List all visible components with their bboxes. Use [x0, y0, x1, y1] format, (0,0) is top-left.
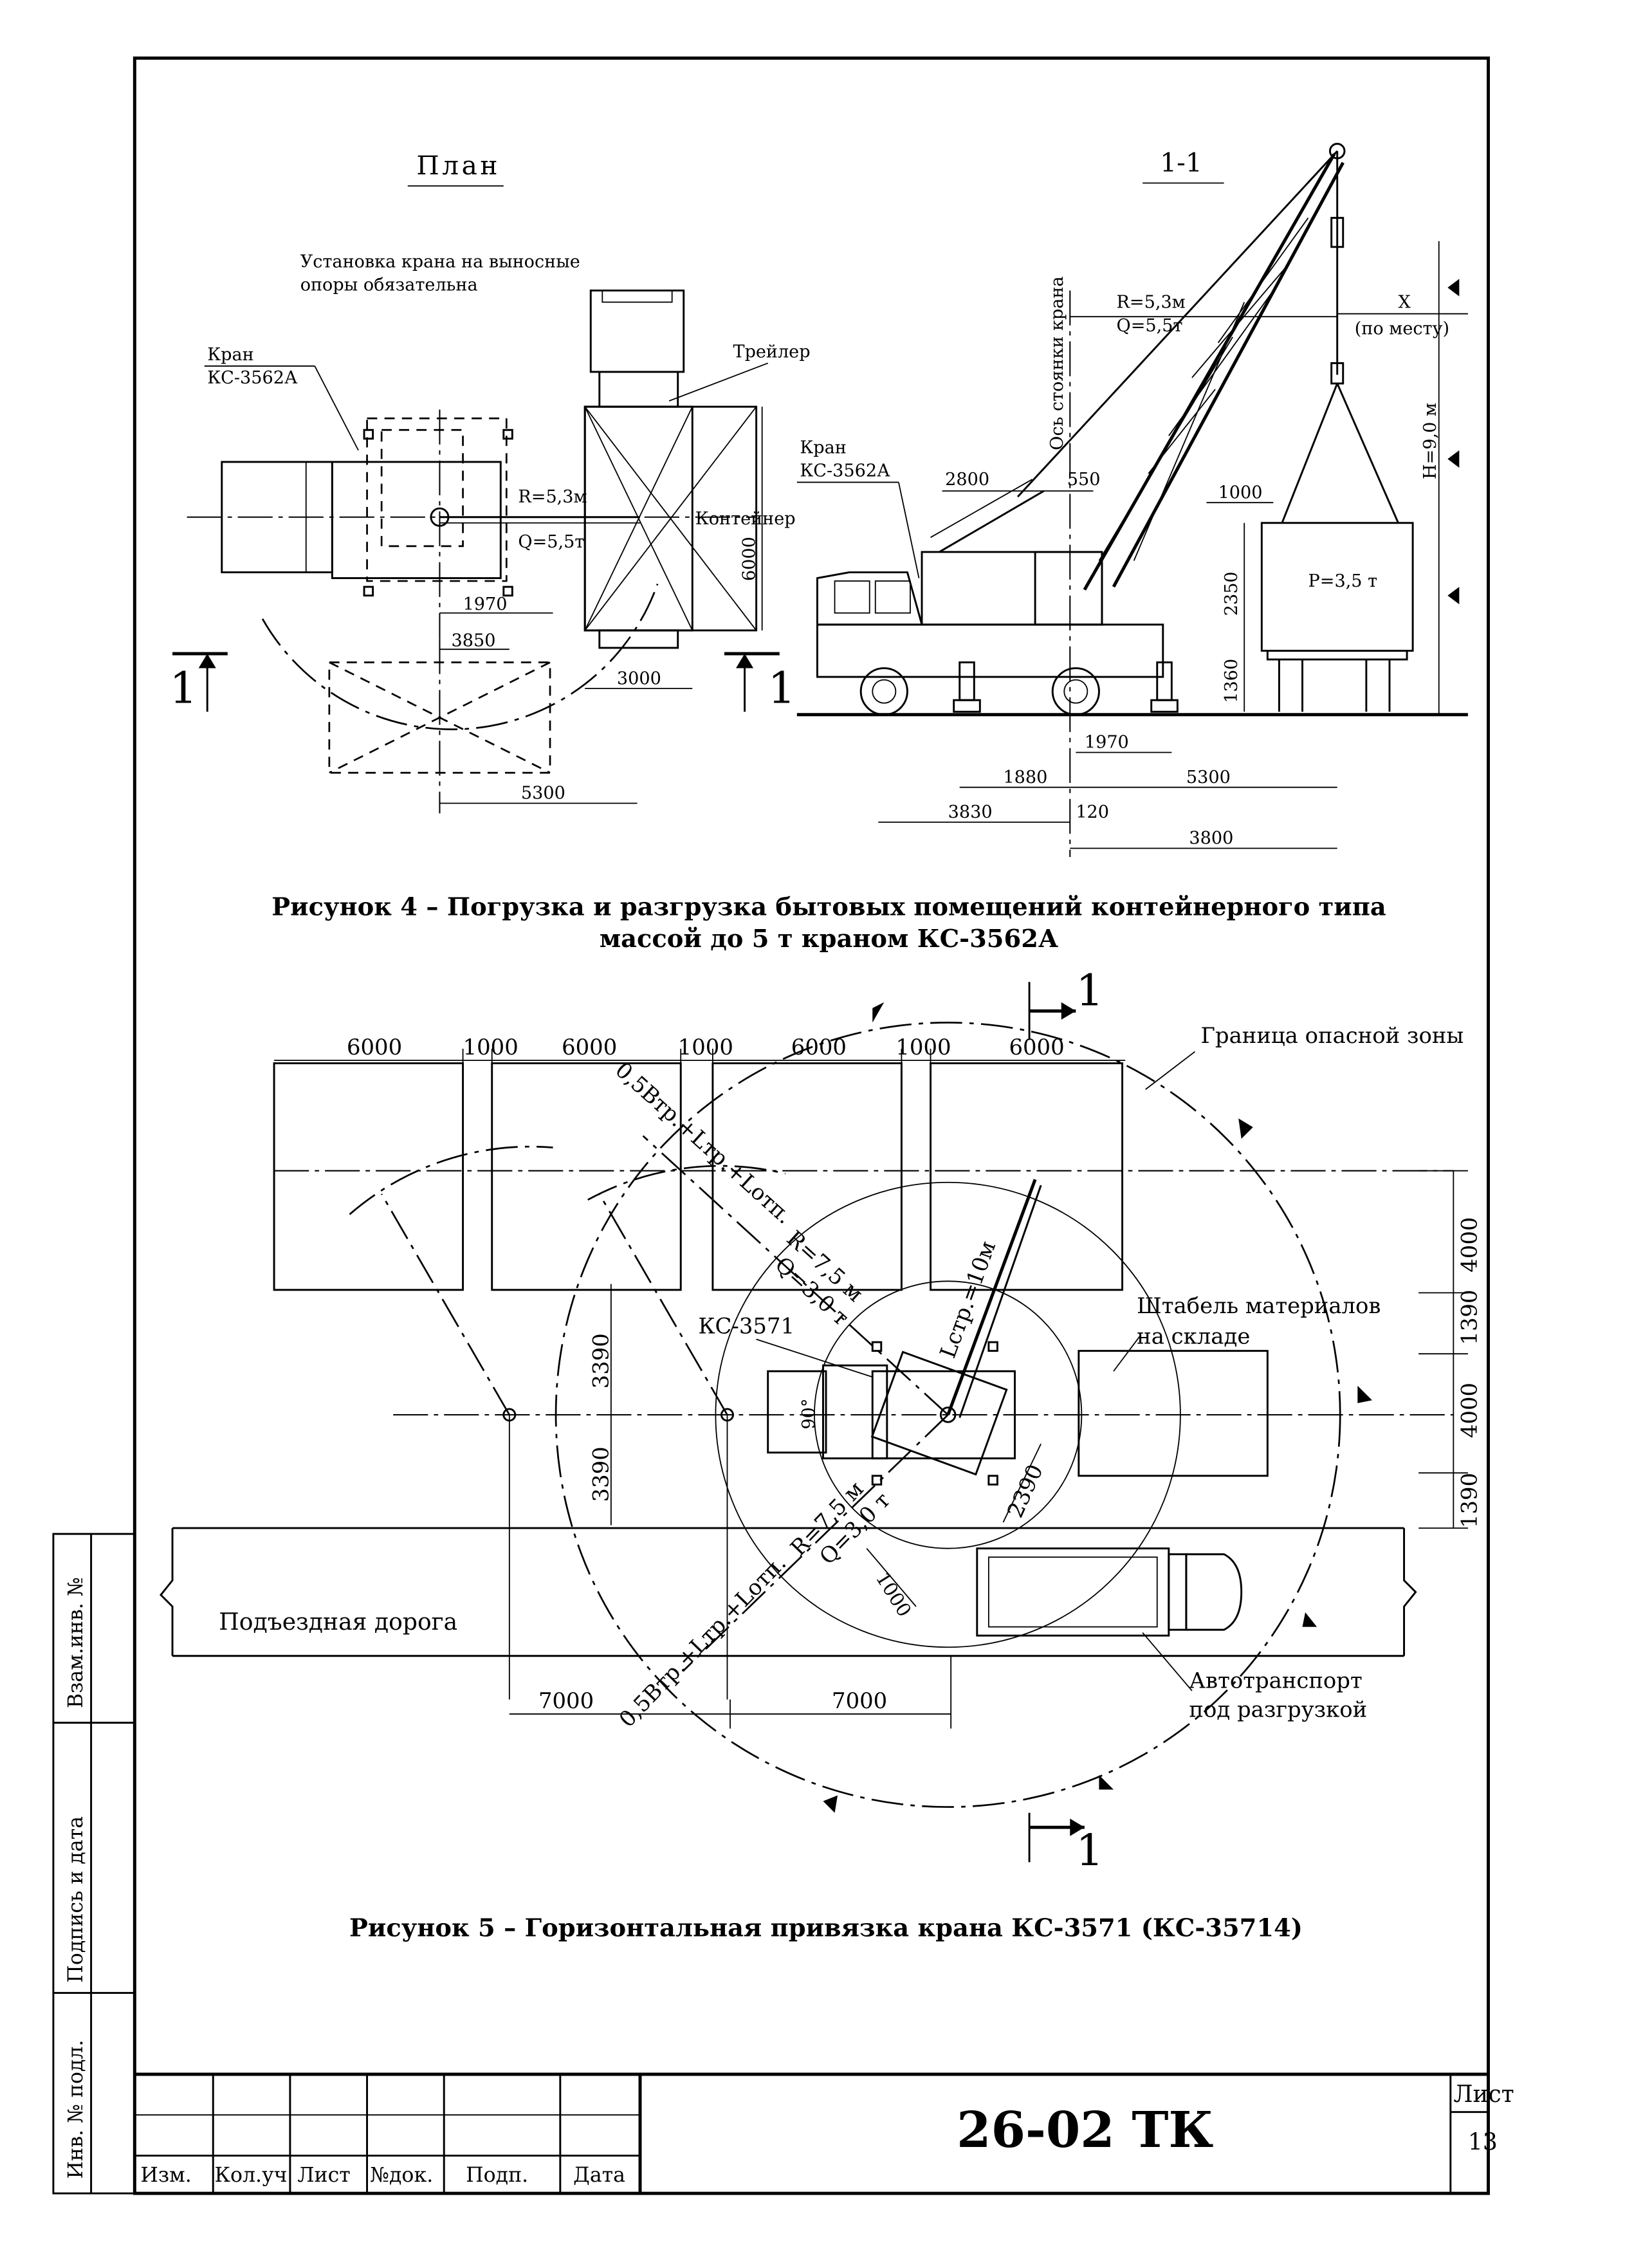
section-mark-bottom-number: 1 — [1076, 1825, 1103, 1875]
danger-zone-circle — [555, 1022, 1341, 1808]
column-doc-no: №док. — [370, 2164, 433, 2187]
plan-title: План — [416, 150, 500, 181]
column-signature: Подп. — [466, 2164, 528, 2187]
section-load: Q=5,5т — [1117, 316, 1183, 336]
stamp-replace-inv: Взам.инв. № — [64, 1577, 87, 1708]
section-mark-top — [1028, 982, 1076, 1040]
section-dim-3830: 3830 — [948, 802, 993, 822]
right-dim-3: 4000 — [1456, 1383, 1482, 1438]
plan-note-line1: Установка крана на выносные — [300, 252, 580, 272]
figure4-caption-line1: Рисунок 4 – Погрузка и разгрузка бытовых… — [271, 892, 1386, 921]
section-dim-5300: 5300 — [1186, 768, 1231, 788]
plan-crane-label-1: Кран — [207, 345, 253, 365]
plan-dim-5300: 5300 — [521, 784, 565, 804]
title-block — [134, 2072, 1489, 2194]
section-dim-2800: 2800 — [945, 470, 989, 490]
section-x-note: (по месту) — [1355, 318, 1449, 338]
figure5-caption: Рисунок 5 – Горизонтальная привязка кран… — [349, 1914, 1303, 1943]
dim-2390: 2390 — [1002, 1460, 1048, 1522]
section-axis-label: Ось стоянки крана — [1047, 276, 1067, 450]
column-rev: Изм. — [140, 2164, 191, 2187]
section-height: H=9,0 м — [1420, 403, 1440, 479]
work-zone-circle — [715, 1181, 1181, 1648]
section-radius: R=5,3м — [1117, 293, 1186, 313]
section-dim-3800: 3800 — [1189, 829, 1233, 849]
plan-dim-6000: 6000 — [739, 537, 759, 581]
plan-crane — [187, 409, 757, 640]
section-crane-label-2: КС-3562А — [800, 461, 890, 481]
sheet-number: 13 — [1468, 2128, 1498, 2155]
plan-load: Q=5,5т — [518, 532, 584, 552]
section-dim-2350: 2350 — [1222, 571, 1242, 616]
section-dim-120: 120 — [1076, 802, 1109, 822]
section-dim-1360: 1360 — [1222, 659, 1242, 703]
road-label: Подъездная дорога — [219, 1608, 457, 1635]
formula-top: 0,5Втр.+Lтр.+Lотп. — [610, 1057, 797, 1229]
section-dim-1970: 1970 — [1085, 733, 1129, 753]
top-dim-4: 1000 — [678, 1035, 733, 1060]
section-mark-top-number: 1 — [1076, 964, 1103, 1015]
section-weight: P=3,5 т — [1308, 571, 1378, 591]
angle-90: 90° — [799, 1399, 819, 1430]
bottom-dim-2: 7000 — [832, 1688, 887, 1713]
right-dim-1: 4000 — [1456, 1217, 1482, 1273]
crane-3571-label: КС-3571 — [698, 1314, 794, 1339]
top-dim-2: 1000 — [463, 1035, 519, 1060]
material-stack — [1078, 1350, 1269, 1477]
plan-note-line2: опоры обязательна — [300, 275, 478, 295]
top-dim-1: 6000 — [347, 1035, 402, 1060]
section-crane-label-1: Кран — [800, 438, 846, 457]
top-buildings — [273, 1049, 1454, 1291]
section-dim-1000: 1000 — [1218, 483, 1263, 502]
plan-dim-1970: 1970 — [463, 594, 508, 614]
plan-section-mark-left: 1 — [170, 663, 197, 714]
plan-crane-label-2: КС-3562А — [207, 368, 298, 388]
column-sheet: Лист — [297, 2164, 351, 2187]
plan-container-label: Контейнер — [695, 509, 796, 529]
stamp-original-inv: Инв. № подл. — [64, 2040, 87, 2178]
sheet-label: Лист — [1453, 2080, 1514, 2108]
figure4-caption-line2: массой до 5 т краном КС-3562А — [600, 925, 1058, 953]
section-dim-550: 550 — [1067, 470, 1101, 490]
section-title: 1-1 — [1160, 147, 1202, 178]
stack-label-1: Штабель материалов — [1137, 1293, 1381, 1318]
section-mark-bottom — [1028, 1812, 1085, 1863]
sheet-frame — [52, 56, 1490, 2195]
plan-section-mark-right: 1 — [768, 663, 796, 714]
plan-radius: R=5,3м — [518, 487, 587, 507]
top-dim-3: 6000 — [562, 1035, 617, 1060]
section-container — [1260, 522, 1414, 712]
crane-3571 — [767, 1179, 1042, 1486]
top-dim-6: 1000 — [895, 1035, 951, 1060]
section-x-label: X — [1399, 293, 1411, 313]
bottom-dim-1: 7000 — [538, 1688, 594, 1713]
section-boom — [1016, 143, 1399, 591]
section-crane — [816, 479, 1179, 716]
plan-trailer-label: Трейлер — [733, 342, 811, 362]
stack-label-2: на складе — [1137, 1323, 1250, 1349]
dim-3390-a: 3390 — [588, 1333, 613, 1388]
right-dim-2: 1390 — [1456, 1289, 1482, 1345]
stamp-signature-date: Подпись и дата — [64, 1816, 87, 1983]
plan-dim-3850: 3850 — [452, 631, 496, 651]
top-dim-7: 6000 — [1009, 1035, 1064, 1060]
plan-trailer — [583, 290, 758, 649]
section-dim-1880: 1880 — [1003, 768, 1047, 788]
formula-bottom: 0,5Втр.+Lтр.+Lотп. — [614, 1551, 791, 1733]
right-dim-4: 1390 — [1456, 1473, 1482, 1528]
plan-dim-3000: 3000 — [617, 668, 661, 688]
truck-label-1: Автотранспорт — [1189, 1668, 1362, 1693]
dim-1000: 1000 — [872, 1569, 915, 1621]
column-count: Кол.уч — [215, 2164, 288, 2187]
truck — [976, 1547, 1243, 1637]
truck-label-2: под разгрузкой — [1189, 1697, 1367, 1722]
column-date: Дата — [573, 2164, 625, 2187]
document-code: 26-02 ТК — [957, 2101, 1213, 2159]
dim-3390-b: 3390 — [588, 1446, 613, 1502]
danger-zone-label: Граница опасной зоны — [1200, 1023, 1464, 1048]
access-road — [160, 1527, 1417, 1657]
